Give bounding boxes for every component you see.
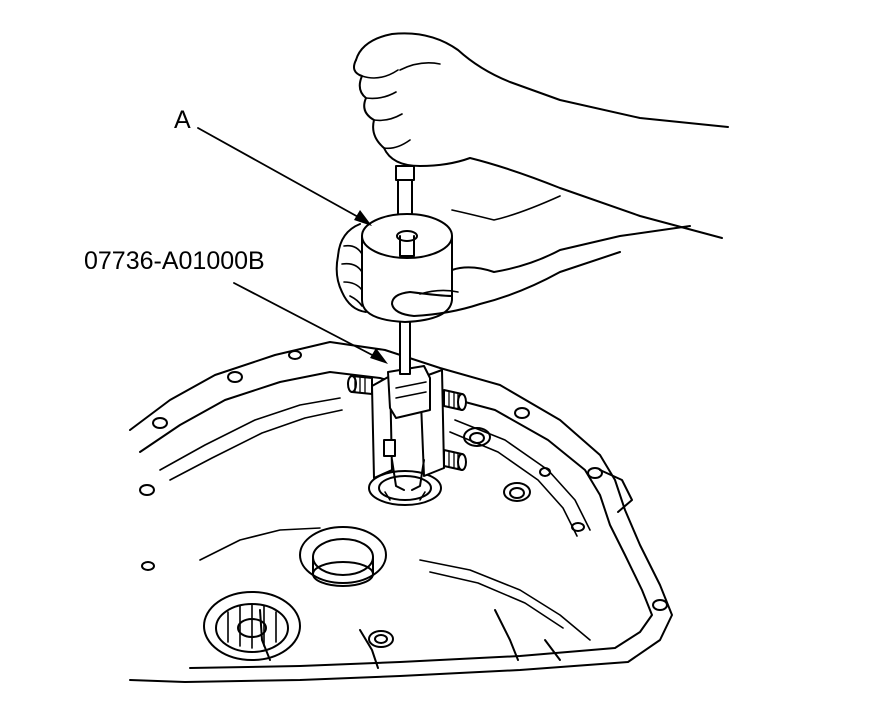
leader-line-a bbox=[197, 127, 361, 219]
arrowhead-a bbox=[354, 210, 372, 226]
leader-lines bbox=[197, 127, 388, 364]
callout-label-tool-number: 07736-A01000B bbox=[84, 247, 265, 275]
transmission-case bbox=[129, 341, 673, 683]
slide-hammer bbox=[361, 165, 453, 375]
seal-remover-tool bbox=[347, 365, 467, 491]
hands bbox=[335, 32, 729, 317]
callout-label-a: A bbox=[174, 106, 191, 134]
leader-line-tool bbox=[233, 282, 377, 358]
arrowhead-tool bbox=[370, 348, 388, 364]
